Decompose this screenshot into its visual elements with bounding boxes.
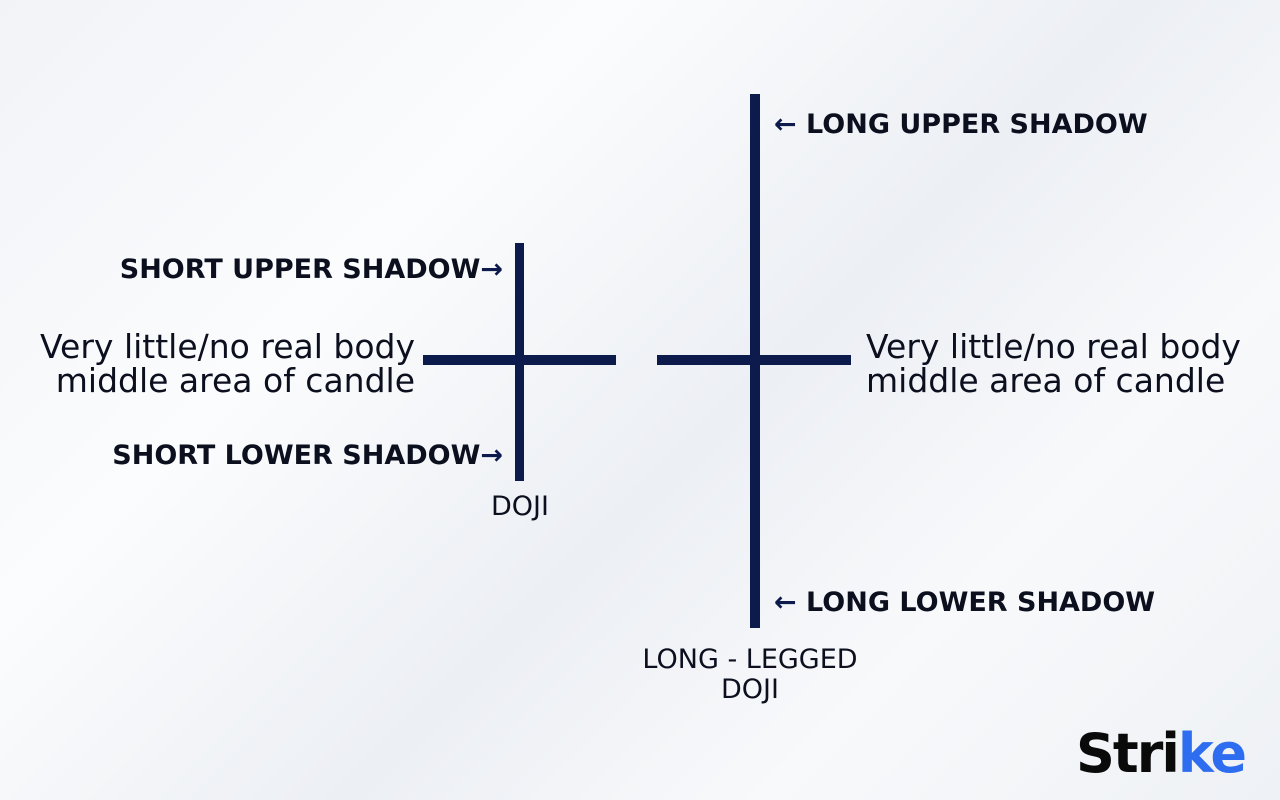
long-lower-shadow-text: LONG LOWER SHADOW [806,587,1156,618]
logo-accent-text: ke [1177,722,1247,785]
doji-body-line [423,355,616,365]
long-legged-body-desc-line2: middle area of candle [866,361,1226,400]
long-legged-body-description: Very little/no real body middle area of … [866,330,1241,398]
strike-logo: Strike [1076,722,1247,785]
long-lower-shadow-label: ← LONG LOWER SHADOW [774,589,1155,616]
arrow-right-icon: → [480,254,503,285]
arrow-left-icon: ← [774,587,797,618]
short-upper-shadow-text: SHORT UPPER SHADOW [119,254,481,285]
doji-body-desc-line2: middle area of candle [55,361,415,400]
arrow-right-icon: → [480,440,503,471]
doji-body-desc-line1: Very little/no real body [40,327,415,366]
long-upper-shadow-text: LONG UPPER SHADOW [806,109,1148,140]
arrow-left-icon: ← [774,109,797,140]
long-legged-body-desc-line1: Very little/no real body [866,327,1241,366]
doji-caption: DOJI [491,491,549,522]
short-upper-shadow-label: SHORT UPPER SHADOW→ [120,256,503,283]
short-lower-shadow-text: SHORT LOWER SHADOW [112,440,481,471]
doji-body-description: Very little/no real body middle area of … [40,330,415,398]
long-upper-shadow-label: ← LONG UPPER SHADOW [774,111,1148,138]
long-legged-caption-line2: DOJI [721,674,779,705]
long-legged-caption-line1: LONG - LEGGED [642,644,858,675]
long-legged-doji-caption: LONG - LEGGED DOJI [605,645,895,705]
short-lower-shadow-label: SHORT LOWER SHADOW→ [112,442,503,469]
logo-main-text: Stri [1076,722,1180,785]
long-legged-doji-body-line [657,355,851,365]
